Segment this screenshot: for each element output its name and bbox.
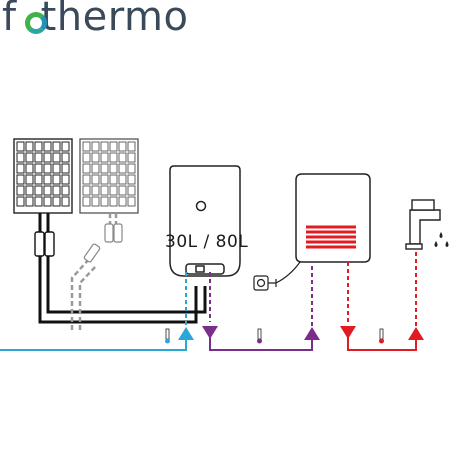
logo-ring-icon <box>25 12 47 34</box>
solar-panel-icon <box>13 138 73 214</box>
power-socket-icon <box>253 261 301 291</box>
mc4-connector-icon <box>83 223 123 263</box>
arrow-up-icon <box>178 327 194 340</box>
thermometer-icon <box>165 328 170 344</box>
arrow-down-icon <box>202 326 218 339</box>
boiler-capacity-label: 30L / 80L <box>165 232 249 252</box>
solar-panel-icon <box>79 138 139 214</box>
arrow-down-icon <box>340 326 356 339</box>
hot-water-line <box>347 252 417 351</box>
arrow-up-icon <box>408 327 424 340</box>
instant-water-heater-icon <box>295 173 371 263</box>
thermometer-icon <box>379 328 384 344</box>
faucet-icon <box>405 199 441 250</box>
mc4-connector-icon <box>34 231 55 257</box>
purple-flow-line <box>209 262 313 351</box>
thermometer-icon <box>257 328 262 344</box>
water-heater-tank-icon <box>169 165 241 277</box>
arrow-up-icon <box>304 327 320 340</box>
water-drops-icon <box>434 232 449 247</box>
dc-cable <box>38 213 207 324</box>
